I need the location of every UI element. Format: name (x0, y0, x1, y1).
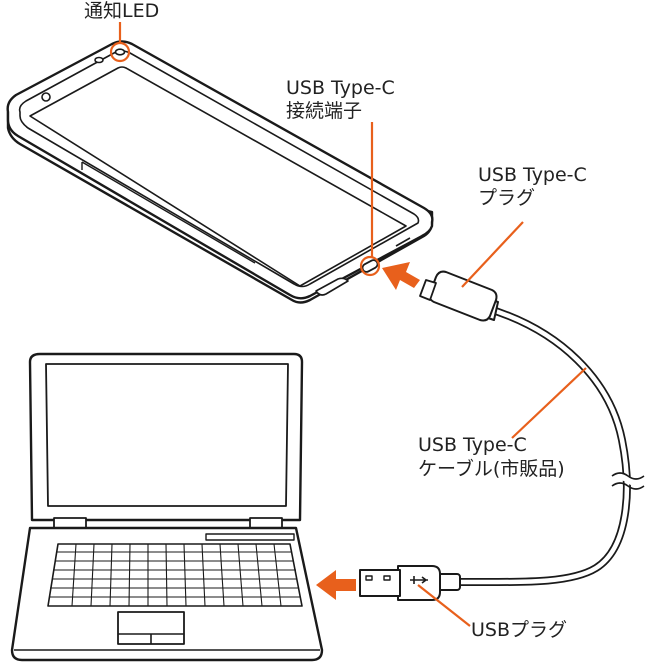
smartphone (6, 40, 434, 304)
cable-label-line2: ケーブル(市販品) (418, 458, 565, 480)
typec-plug-label-line2: プラグ (478, 187, 536, 209)
insert-arrow-icon (382, 262, 420, 290)
cable-leader-line (511, 367, 587, 439)
cable-label-line1: USB Type-C (418, 434, 527, 456)
usb-cable (456, 304, 646, 587)
usb-plug-label: USBプラグ (471, 619, 568, 641)
typec-plug-icon (419, 270, 499, 322)
front-camera-icon (41, 56, 104, 102)
usb-port-label-line2: 接続端子 (286, 100, 363, 122)
laptop-arrow-icon (316, 570, 356, 600)
usb-plug-leader-line (417, 584, 471, 627)
plug-leader-line (461, 221, 524, 288)
notification-led-label: 通知LED (84, 0, 160, 22)
typec-plug-label-line1: USB Type-C (478, 164, 587, 186)
usb-a-plug-icon (359, 565, 461, 601)
usb-port-label-line1: USB Type-C (286, 77, 395, 99)
laptop (10, 352, 324, 662)
usb-port-icon (359, 255, 381, 277)
